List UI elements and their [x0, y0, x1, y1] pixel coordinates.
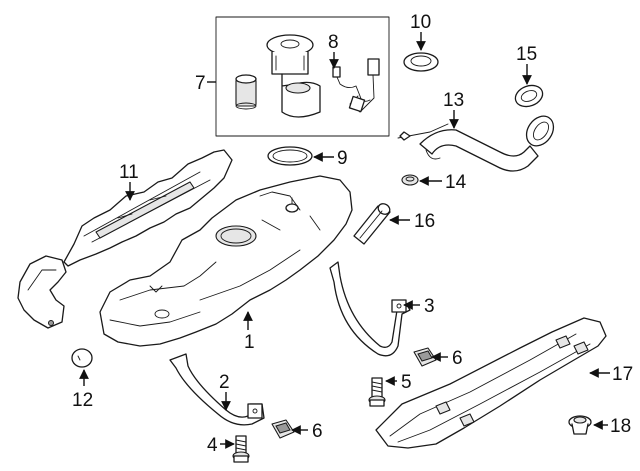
- fuel-tank: [99, 175, 353, 347]
- callout-5: 5: [401, 372, 412, 393]
- callout-15: 15: [516, 44, 537, 65]
- push-pin-18: [568, 415, 592, 435]
- seal-ring-10: [403, 52, 439, 72]
- callout-16: 16: [414, 211, 435, 232]
- callout-13: 13: [443, 90, 464, 111]
- callout-3: 3: [424, 296, 435, 317]
- callout-6-upper: 6: [452, 348, 463, 369]
- leader-lines: [79, 32, 610, 449]
- callout-1: 1: [244, 332, 255, 353]
- fuel-pump-module: [266, 34, 321, 118]
- grommet-14: [401, 174, 419, 186]
- fuel-pump-kit-box: [207, 16, 390, 137]
- filler-pipe: [397, 115, 555, 172]
- heat-shield-flap: [17, 255, 67, 329]
- bolt-4: [232, 435, 250, 463]
- tank-strap-3: [329, 261, 411, 357]
- lock-ring-9: [267, 146, 313, 166]
- callout-18: 18: [610, 416, 631, 437]
- heat-shield: [63, 149, 233, 267]
- callout-labels: 1 2 3 4 5 6 6 7 8 9 10 11 12 13 14 15 16…: [72, 12, 633, 456]
- wiring-harness: [332, 58, 380, 113]
- callout-2: 2: [219, 372, 230, 393]
- clip-nut-6b: [271, 419, 295, 439]
- callout-17: 17: [612, 364, 633, 385]
- callout-11: 11: [119, 162, 139, 183]
- seal-ring-15: [514, 84, 544, 108]
- drain-plug-12: [71, 348, 93, 368]
- skid-plate: [375, 317, 607, 449]
- tank-strap-2: [169, 353, 265, 426]
- bolt-5: [368, 377, 386, 407]
- pump-strainer: [235, 74, 257, 110]
- callout-10: 10: [410, 12, 431, 33]
- callout-6-lower: 6: [312, 421, 323, 442]
- callout-8: 8: [328, 32, 339, 53]
- callout-12: 12: [72, 390, 93, 411]
- callout-4: 4: [207, 435, 218, 456]
- fuel-pump-kit-frame: [215, 16, 390, 137]
- callout-14: 14: [445, 172, 467, 193]
- clip-nut-6a: [413, 347, 437, 367]
- callout-7: 7: [195, 73, 206, 94]
- callout-9: 9: [337, 148, 348, 169]
- filler-neck-16: [353, 203, 391, 245]
